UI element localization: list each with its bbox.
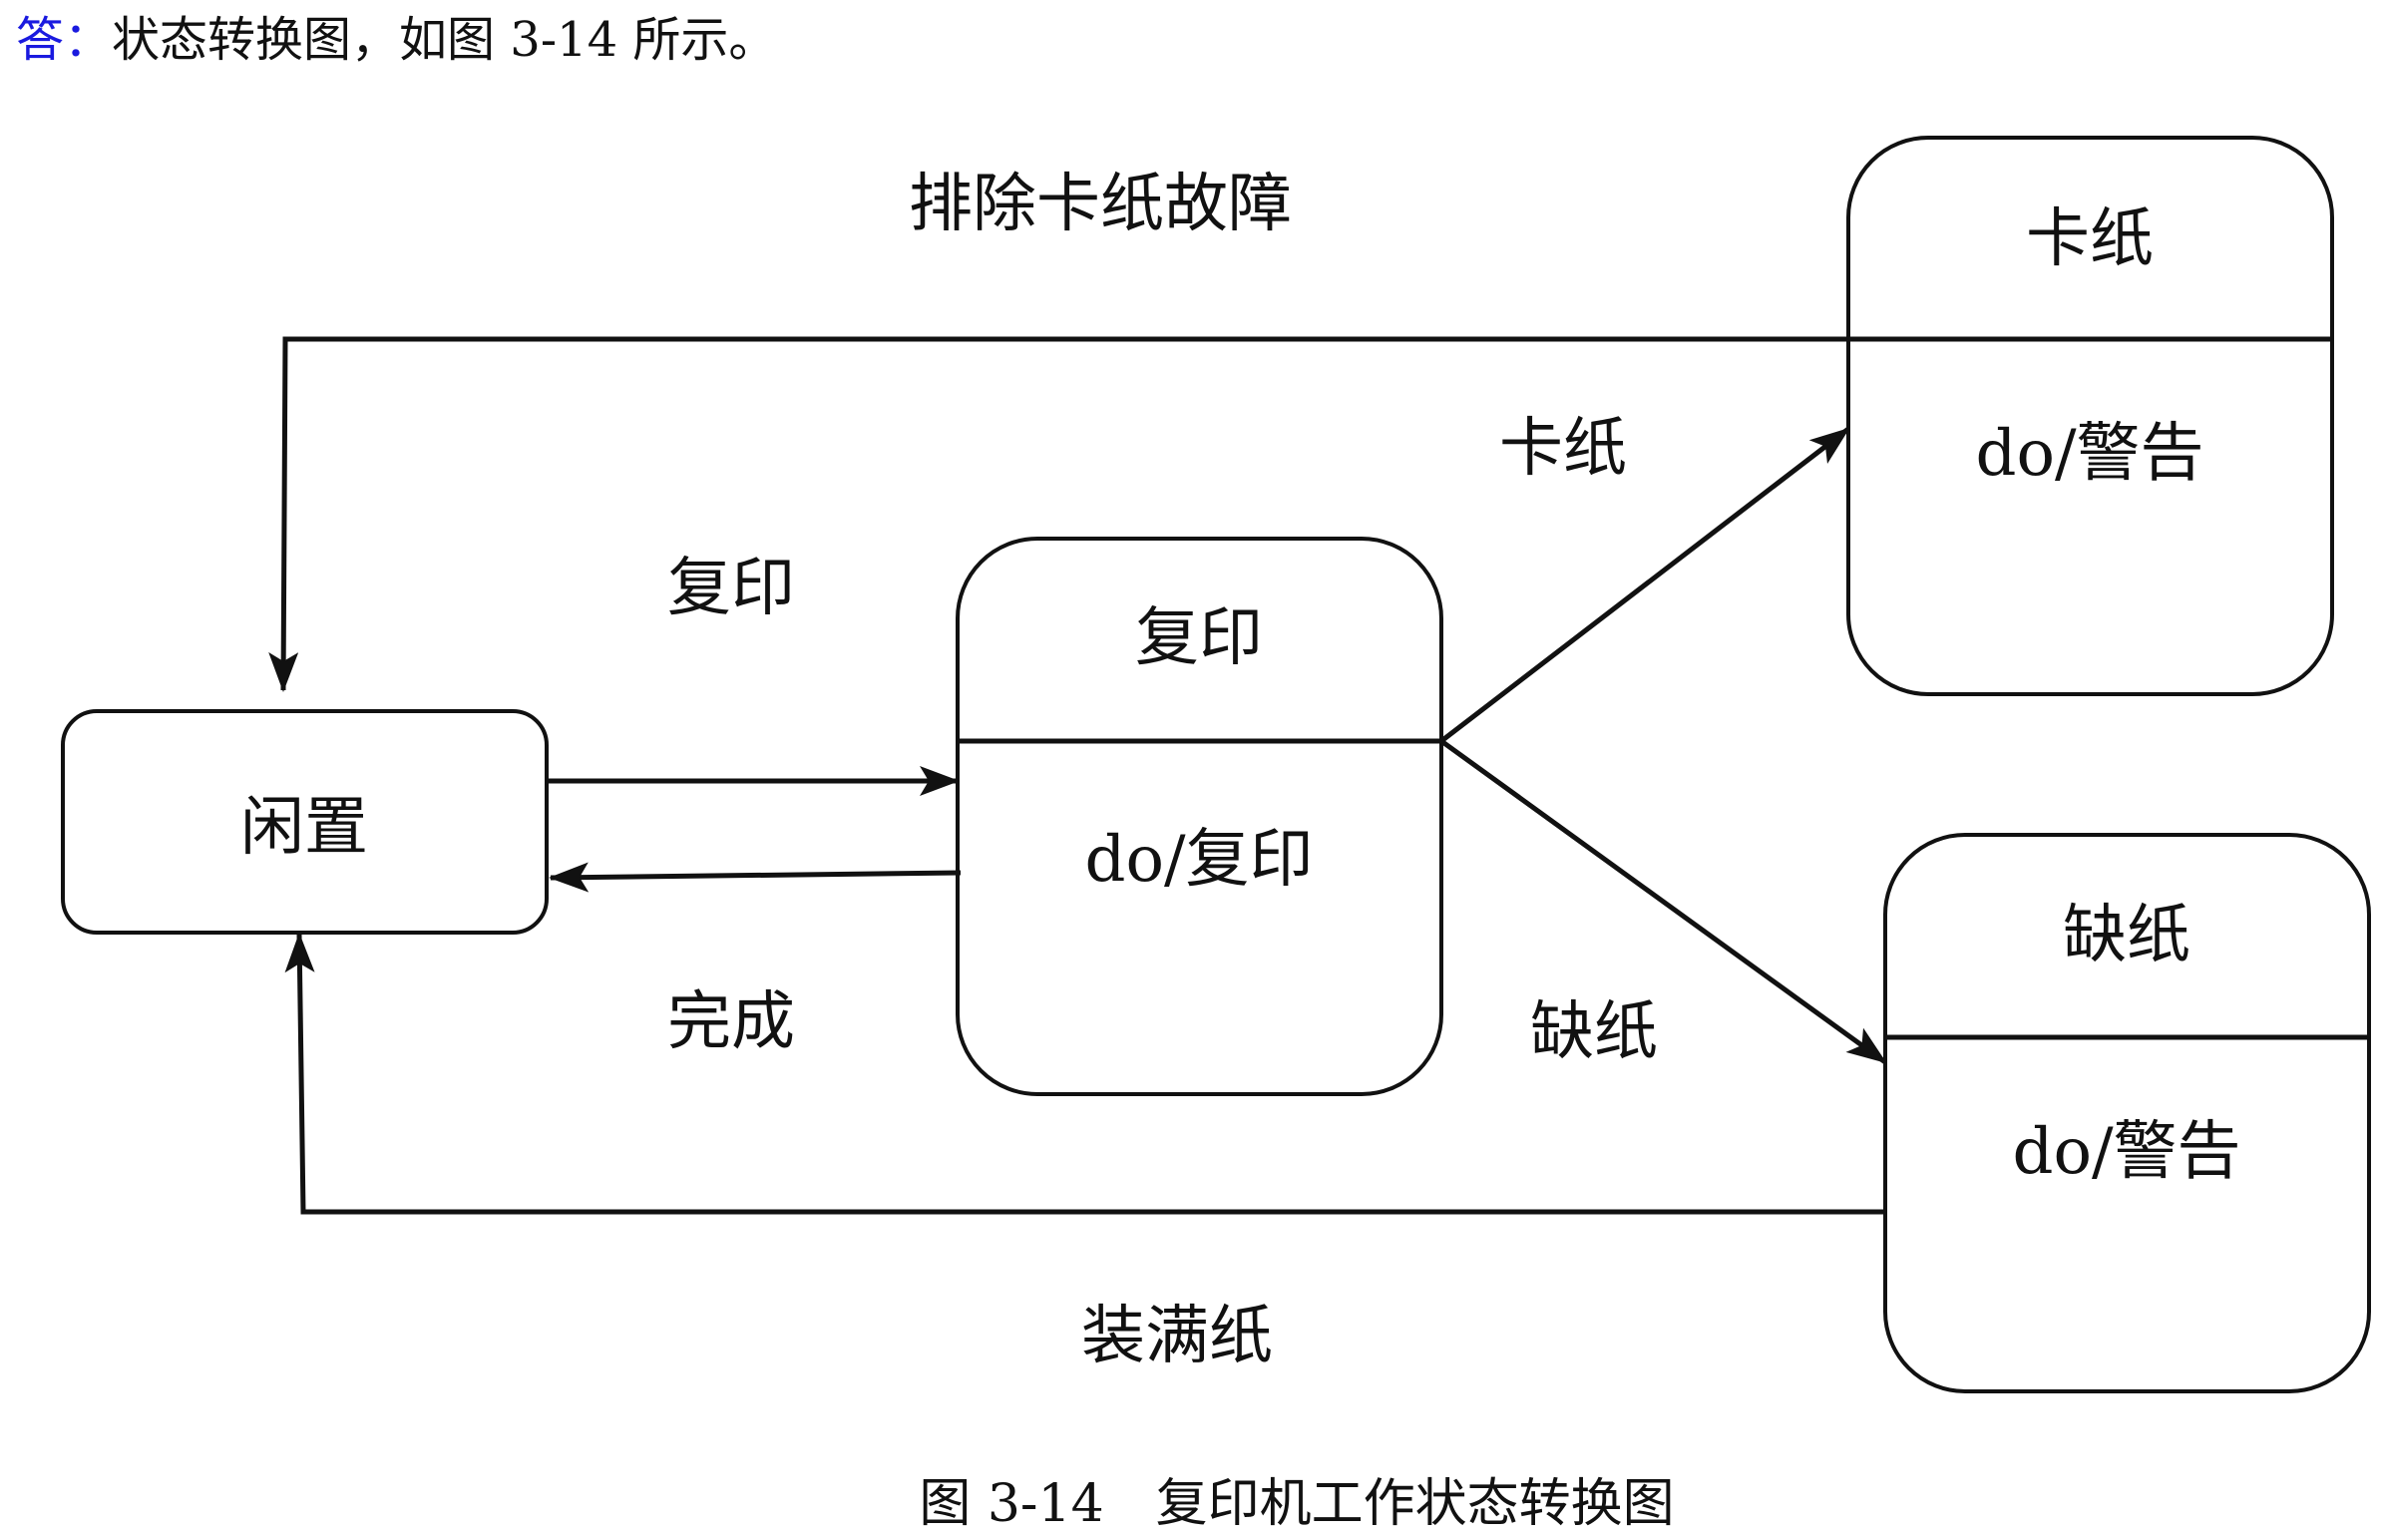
label-copy: 复印 <box>667 552 795 625</box>
figure-caption: 图 3-14 复印机工作状态转换图 <box>919 1474 1674 1534</box>
label-clear-jam: 排除卡纸故障 <box>909 168 1292 241</box>
arrow-jam-to-idle <box>268 336 1848 692</box>
state-jam-name: 卡纸 <box>2026 202 2154 276</box>
state-copying-name: 复印 <box>1135 601 1263 675</box>
label-jam: 卡纸 <box>1499 412 1627 486</box>
intro-text: 状态转换图，如图 3-14 所示。 <box>112 12 777 68</box>
state-idle-name: 闲置 <box>240 791 368 865</box>
state-nopaper-name: 缺纸 <box>2063 899 2190 972</box>
state-nopaper: 缺纸 do/警告 <box>1883 833 2371 1393</box>
state-copying-activity: do/复印 <box>1084 823 1313 897</box>
arrow-nopaper-to-idle <box>284 933 1885 1215</box>
label-refill: 装满纸 <box>1081 1300 1273 1373</box>
state-nopaper-activity: do/警告 <box>2012 1115 2240 1189</box>
state-idle: 闲置 <box>61 709 549 935</box>
state-jam-activity: do/警告 <box>1975 417 2203 491</box>
state-jam: 卡纸 do/警告 <box>1846 136 2334 696</box>
label-out-of-paper: 缺纸 <box>1530 995 1658 1069</box>
intro-line: 答：状态转换图，如图 3-14 所示。 <box>16 8 776 72</box>
answer-prefix: 答： <box>16 12 113 68</box>
state-copying: 复印 do/复印 <box>956 537 1443 1096</box>
label-done: 完成 <box>667 985 795 1059</box>
arrow-copying-to-jam <box>1439 427 1850 743</box>
arrow-copying-to-idle <box>549 862 962 893</box>
arrow-copying-to-nopaper <box>1439 738 1887 1065</box>
